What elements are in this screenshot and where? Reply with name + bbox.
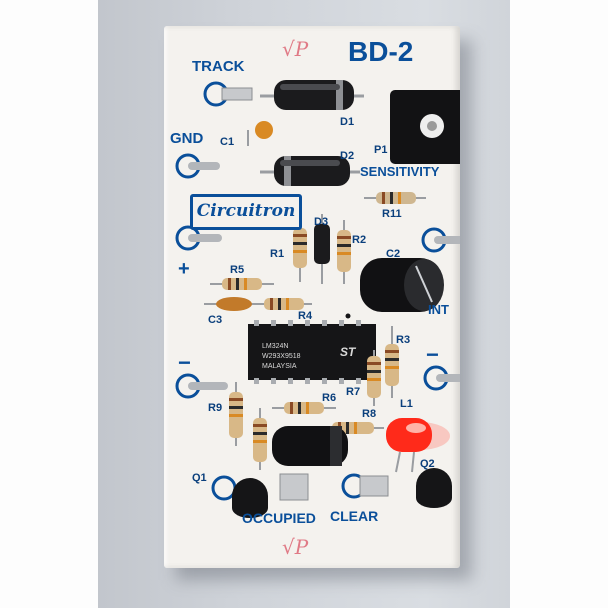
board-components: √P √P [175,37,460,559]
label-int: INT [428,302,449,317]
ic-logo: ST [340,345,357,359]
label-minus-left: − [178,350,191,375]
terminal-track [203,81,253,107]
ref-r5: R5 [230,264,245,276]
diode-d2 [260,156,360,186]
ic-text-2: W293X9518 [262,353,301,360]
capacitor-c3 [204,297,260,311]
label-plus: + [178,258,190,280]
label-minus-right: − [426,342,439,367]
ic-lm324n [248,313,376,384]
ref-d2: D2 [340,150,355,162]
circuit-board: √P √P [164,26,460,568]
pen-mark-bottom: √P [282,535,309,559]
ref-r3: R3 [396,334,411,346]
terminal-plus [175,225,222,251]
resistor-r6 [272,402,336,414]
right-white-margin [510,0,608,608]
resistor-r5 [210,278,274,290]
ref-p1: P1 [374,144,388,156]
resistor-r4 [256,298,312,310]
ic-text-1: LM324N [262,343,288,350]
terminal-clear [341,473,389,499]
transistor-q1 [232,478,268,518]
led-l1 [386,418,450,473]
potentiometer-p1 [390,90,460,164]
diode-d3 [314,214,330,284]
left-white-margin [0,0,98,608]
capacitor-c1 [247,121,273,146]
ref-c1: C1 [220,136,235,148]
ref-r7: R7 [346,386,361,398]
terminal-right-upper [421,227,460,253]
transistor-q2 [416,468,452,508]
ref-r8: R8 [362,408,377,420]
resistor-r7 [367,350,381,406]
pen-mark-top: √P [282,37,309,61]
ref-r4: R4 [298,310,313,322]
diode-d1 [260,80,364,110]
ref-r2: R2 [352,234,367,246]
ref-d3: D3 [314,216,329,228]
label-gnd: GND [170,130,204,147]
terminal-gnd [175,153,220,179]
ref-l1: L1 [400,398,413,410]
resistor-r10 [253,408,267,470]
ref-c2: C2 [386,248,401,260]
board-model: BD-2 [348,36,414,67]
ref-q1: Q1 [192,472,207,484]
ref-c3: C3 [208,314,223,326]
label-sensitivity: SENSITIVITY [360,164,440,179]
brand-text: Circuitron [196,201,296,221]
capacitor-bottom [272,426,348,466]
ref-q2: Q2 [420,458,435,470]
resistor-r2 [337,220,351,284]
label-track: TRACK [192,58,245,75]
terminal-minus-right [423,365,460,391]
resistor-r3 [385,326,399,398]
terminal-occupied [211,473,309,501]
brand-logo: Circuitron [190,194,302,230]
terminal-minus-left [175,373,228,399]
resistor-r11 [364,192,426,204]
ic-text-3: MALAYSIA [262,363,297,370]
ref-r1: R1 [270,248,285,260]
ref-d1: D1 [340,116,355,128]
ref-r11: R11 [382,208,402,220]
label-clear: CLEAR [330,508,379,524]
resistor-r9 [229,382,243,446]
ref-r6: R6 [322,392,337,404]
label-occupied: OCCUPIED [242,510,316,526]
ref-r9: R9 [208,402,223,414]
resistor-r1 [293,220,307,282]
capacitor-c2 [360,258,444,312]
